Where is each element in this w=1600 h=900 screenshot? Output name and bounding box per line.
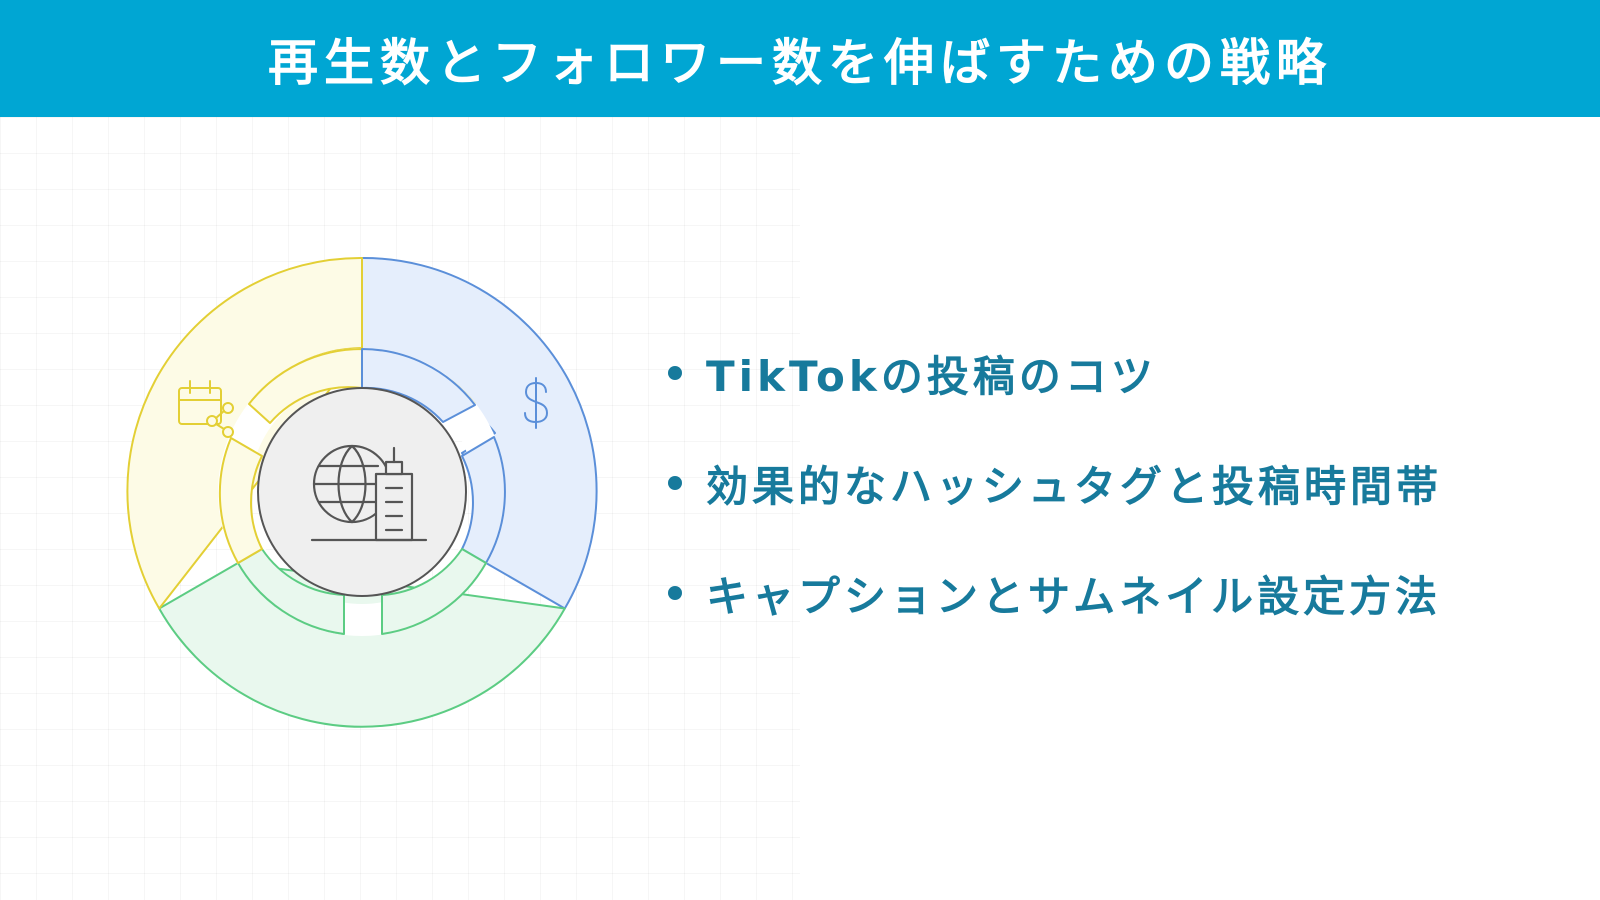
list-item: TikTokの投稿のコツ	[668, 318, 1588, 428]
page-title: 再生数とフォロワー数を伸ばすための戦略	[268, 33, 1332, 92]
bullet-list: TikTokの投稿のコツ 効果的なハッシュタグと投稿時間帯 キャプションとサムネ…	[668, 318, 1588, 648]
dollar-icon	[524, 377, 549, 429]
bullet-dot	[668, 366, 682, 380]
calendar-share-icon	[178, 380, 234, 438]
inner-ring-bottom-right	[381, 548, 487, 635]
center-circle	[257, 387, 467, 597]
inner-ring-left	[218, 437, 263, 564]
bullet-text: TikTokの投稿のコツ	[706, 351, 1157, 401]
bullet-dot	[668, 476, 682, 490]
bullet-dot	[668, 586, 682, 600]
cycle-diagram	[126, 256, 598, 728]
globe-building-icon	[310, 444, 428, 542]
bullet-text: キャプションとサムネイル設定方法	[706, 571, 1442, 621]
bullet-text: 効果的なハッシュタグと投稿時間帯	[706, 461, 1443, 511]
title-banner: 再生数とフォロワー数を伸ばすための戦略	[0, 0, 1600, 117]
list-item: 効果的なハッシュタグと投稿時間帯	[668, 428, 1588, 538]
list-item: キャプションとサムネイル設定方法	[668, 538, 1588, 648]
